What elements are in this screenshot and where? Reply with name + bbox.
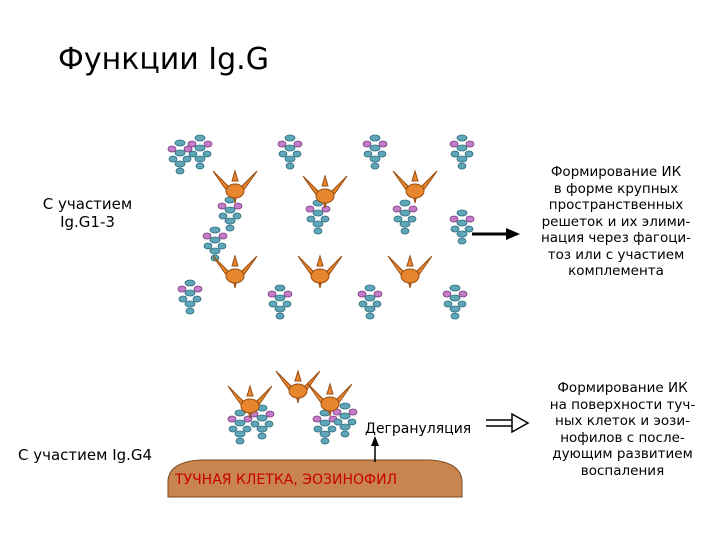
antigen-cluster (187, 134, 213, 170)
desc-top-line: решеток и их элими- (541, 213, 691, 230)
antigen-cluster (202, 226, 228, 262)
arrow-right-icon (472, 228, 520, 240)
label-igg1-3: С участием Ig.G1-3 (40, 195, 135, 231)
desc-bottom-line: Формирование ИК (557, 380, 688, 396)
desc-top-line: Формирование ИК (550, 164, 682, 180)
desc-bottom-line: дующим развитием (552, 446, 693, 462)
antigen-cluster (357, 284, 383, 320)
degranulation-label: Дегрануляция (365, 421, 472, 437)
antigen-cluster (277, 134, 303, 170)
desc-bottom-line: ных клеток и эози- (555, 413, 690, 429)
igg-antibody (302, 175, 348, 209)
label-igg4: С участием Ig.G4 (18, 446, 153, 464)
antigen-cluster (267, 284, 293, 320)
igg-antibody (387, 255, 433, 289)
antigen-cluster (449, 134, 475, 170)
antigen-cluster (305, 199, 331, 235)
antigen-cluster (449, 209, 475, 245)
igg-antibody (297, 255, 343, 289)
antigen-cluster (227, 409, 253, 445)
antigen-lattice (167, 134, 475, 320)
igg-antibody (212, 170, 258, 204)
antigen-cluster (312, 409, 338, 445)
surface-complex (227, 370, 358, 445)
desc-bottom-line: воспаления (580, 462, 665, 479)
desc-top-line: пространственных (548, 197, 684, 213)
antigen-cluster (442, 284, 468, 320)
igg4-antibody (275, 370, 321, 404)
double-arrow-right-icon (486, 412, 530, 434)
page-title: Функции Ig.G (58, 42, 269, 77)
desc-top-line: комплемента (568, 263, 664, 279)
degranulation-arrow-icon (371, 436, 379, 462)
igg-antibody (212, 255, 258, 289)
antigen-cluster (217, 196, 243, 232)
desc-top-line: нация через фагоци- (540, 230, 692, 246)
igg4-antibody (307, 383, 353, 417)
desc-top-line: в форме крупных (553, 180, 679, 197)
igg-antibody (392, 170, 438, 204)
antigen-cluster (362, 134, 388, 170)
mast-cell-shape (167, 459, 463, 498)
desc-top-line: тоз или с участием (547, 246, 685, 263)
igg4-antibody (227, 385, 273, 419)
description-surface: Формирование ИК на поверхности туч- ных … (540, 380, 705, 479)
label-igg1-3-line1: С участием (42, 195, 133, 213)
description-lattice: Формирование ИК в форме крупных простран… (530, 164, 702, 280)
antigen-cluster (177, 279, 203, 315)
desc-bottom-line: нофилов с после- (560, 429, 685, 446)
label-igg1-3-line2: Ig.G1-3 (60, 213, 115, 231)
cell-label: ТУЧНАЯ КЛЕТКА, ЭОЗИНОФИЛ (175, 472, 398, 488)
desc-bottom-line: на поверхности туч- (549, 396, 696, 413)
antigen-cluster (392, 199, 418, 235)
